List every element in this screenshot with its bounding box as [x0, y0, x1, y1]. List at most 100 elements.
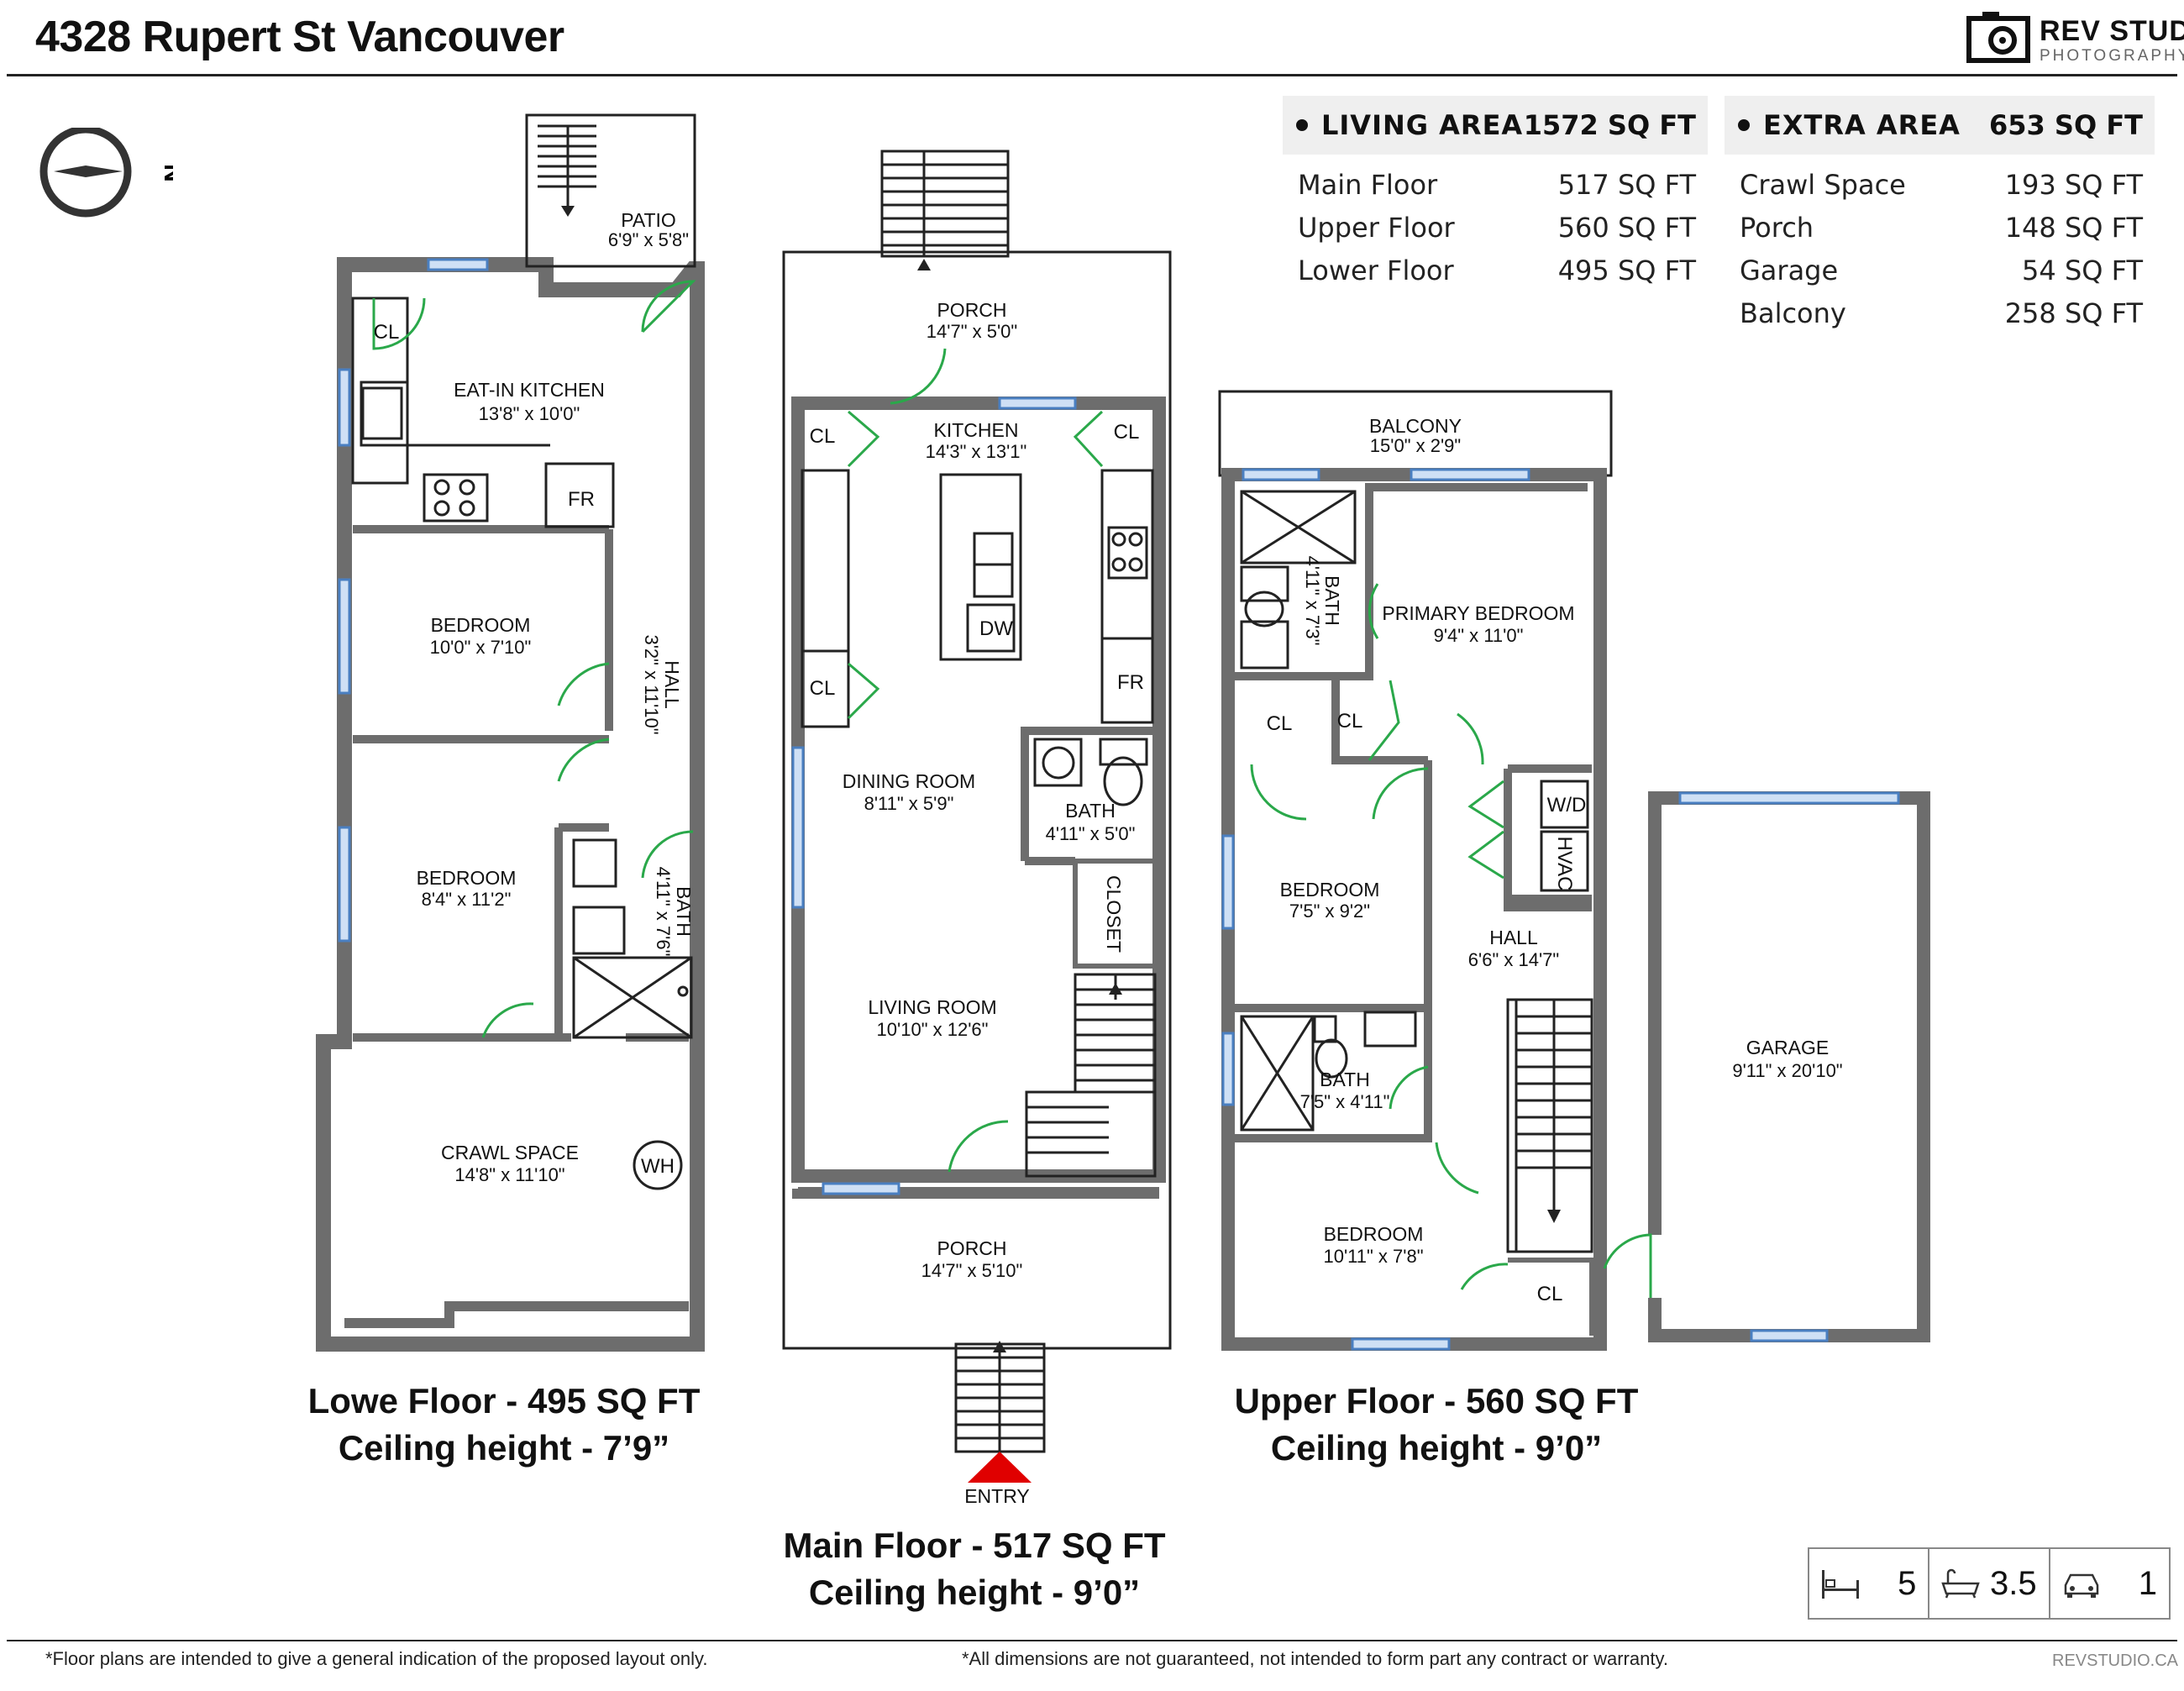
- room-dimension: 10'0" x 7'10": [430, 637, 532, 658]
- area-row-value: 560 SQ FT: [1557, 211, 1696, 244]
- closet-label: CL: [810, 425, 836, 448]
- closet-label: CL: [1337, 710, 1363, 733]
- bathroom-count-value: 3.5: [1990, 1564, 2037, 1602]
- room-name: BATH: [1321, 575, 1343, 626]
- page-title: 4328 Rupert St Vancouver: [35, 13, 564, 61]
- upper-floor-caption: Upper Floor - 560 SQ FT Ceiling height -…: [1218, 1378, 1655, 1472]
- room-dimension: 4'11" x 7'6": [653, 867, 674, 957]
- area-row-label: Upper Floor: [1298, 211, 1455, 244]
- area-row-label: Lower Floor: [1298, 254, 1454, 286]
- header-divider: [7, 74, 2177, 76]
- room-dimension: 4'11" x 7'3": [1302, 556, 1323, 646]
- room-dimension: 14'7" x 5'0": [927, 321, 1017, 342]
- extra-area-header: EXTRA AREA 653 SQ FT: [1725, 96, 2155, 155]
- lower-floor-area: Lowe Floor - 495 SQ FT: [307, 1381, 701, 1421]
- room-name: PRIMARY BEDROOM: [1382, 602, 1574, 624]
- camera-icon: [1966, 12, 2030, 63]
- washer-dryer-label: W/D: [1547, 794, 1587, 817]
- room-dimension: 14'7" x 5'10": [921, 1260, 1023, 1281]
- area-row-value: 258 SQ FT: [2004, 297, 2143, 329]
- room-labels: PATIO 6'9" x 5'8" EAT-IN KITCHEN 13'8" x…: [374, 209, 1843, 1507]
- area-row-label: Garage: [1740, 254, 1839, 286]
- upper-floor-area: Upper Floor - 560 SQ FT: [1234, 1381, 1639, 1421]
- room-dimension: 6'9" x 5'8": [608, 229, 689, 250]
- room-name: HALL: [661, 660, 683, 709]
- room-name: PORCH: [937, 299, 1006, 321]
- room-name: GARAGE: [1746, 1037, 1829, 1058]
- room-dimension: 6'6" x 14'7": [1468, 949, 1559, 970]
- main-floor-caption: Main Floor - 517 SQ FT Ceiling height - …: [756, 1522, 1193, 1616]
- area-row-label: Porch: [1740, 211, 1814, 244]
- footer-website: REVSTUDIO.CA: [2052, 1652, 2179, 1670]
- room-dimension: 9'11" x 20'10": [1732, 1060, 1842, 1081]
- room-name: KITCHEN: [934, 419, 1019, 441]
- footer-divider: [7, 1640, 2177, 1641]
- entry-label: ENTRY: [964, 1485, 1030, 1507]
- upper-floor-plan: [1218, 390, 1613, 1351]
- fridge-label: FR: [1117, 671, 1144, 694]
- property-counts: 5 3.5 1: [1808, 1547, 2171, 1620]
- footer-disclaimer-left: *Floor plans are intended to give a gene…: [45, 1648, 708, 1669]
- area-row-label: Crawl Space: [1740, 168, 1906, 201]
- room-name: LIVING ROOM: [868, 996, 996, 1018]
- bedroom-count-value: 5: [1898, 1564, 1917, 1602]
- room-name: DINING ROOM: [843, 770, 975, 792]
- room-name: BEDROOM: [1280, 879, 1380, 901]
- main-floor-area: Main Floor - 517 SQ FT: [783, 1526, 1166, 1565]
- closet-label: CL: [374, 321, 400, 344]
- garage-count-value: 1: [2138, 1564, 2157, 1602]
- room-dimension: 15'0" x 2'9": [1370, 435, 1461, 456]
- room-name: BEDROOM: [1324, 1223, 1424, 1245]
- room-dimension: 7'5" x 9'2": [1289, 901, 1370, 922]
- area-row-label: Main Floor: [1298, 168, 1438, 201]
- area-row: Crawl Space 193 SQ FT: [1725, 163, 2155, 206]
- closet-label: CL: [1114, 421, 1140, 444]
- room-name: HALL: [1489, 927, 1538, 948]
- compass-label: N: [159, 164, 173, 182]
- area-row: Upper Floor 560 SQ FT: [1283, 206, 1708, 249]
- bed-icon: [1822, 1570, 1859, 1599]
- compass-icon: N: [39, 128, 173, 218]
- brand-name: REV STUDIO: [2040, 15, 2184, 47]
- living-area-total: 1572 SQ FT: [1523, 109, 1696, 141]
- extra-area-title: EXTRA AREA: [1763, 109, 1961, 141]
- upper-floor-ceiling: Ceiling height - 9’0”: [1270, 1428, 1603, 1468]
- dishwasher-label: DW: [979, 617, 1013, 640]
- footer-disclaimer-center: *All dimensions are not guaranteed, not …: [962, 1648, 1668, 1669]
- room-name: PATIO: [621, 209, 676, 231]
- lower-floor-ceiling: Ceiling height - 7’9”: [338, 1428, 670, 1468]
- room-dimension: 3'2" x 11'10": [641, 634, 662, 734]
- room-dimension: 9'4" x 11'0": [1434, 625, 1524, 646]
- lower-floor-plan: [316, 113, 705, 1352]
- room-dimension: 8'11" x 5'9": [864, 793, 954, 814]
- entry-arrow-icon: [968, 1452, 1032, 1483]
- area-row: Porch 148 SQ FT: [1725, 206, 2155, 249]
- area-row: Balcony 258 SQ FT: [1725, 291, 2155, 334]
- area-row-value: 193 SQ FT: [2004, 168, 2143, 201]
- bathtub-icon: [1941, 1568, 1981, 1599]
- room-name: CLOSET: [1103, 875, 1125, 953]
- closet-label: CL: [1267, 712, 1293, 735]
- bathroom-count: 3.5: [1929, 1549, 2050, 1618]
- room-name: BEDROOM: [431, 614, 531, 636]
- area-row-label: Balcony: [1740, 297, 1846, 329]
- main-floor-plan: [782, 150, 1172, 1483]
- living-area-header: LIVING AREA 1572 SQ FT: [1283, 96, 1708, 155]
- room-name: CRAWL SPACE: [441, 1142, 579, 1163]
- hvac-label: HVAC: [1553, 837, 1576, 891]
- extra-area-total: 653 SQ FT: [1988, 109, 2143, 141]
- garage-count: 1: [2050, 1549, 2169, 1618]
- car-icon: [2064, 1573, 2098, 1598]
- area-row-value: 148 SQ FT: [2004, 211, 2143, 244]
- room-name: BATH: [1065, 800, 1116, 822]
- room-dimension: 8'4" x 11'2": [422, 889, 512, 910]
- bullet-icon: [1738, 119, 1750, 131]
- water-heater-label: WH: [641, 1155, 675, 1178]
- room-name: PORCH: [937, 1237, 1006, 1259]
- room-dimension: 10'11" x 7'8": [1323, 1246, 1423, 1267]
- room-dimension: 14'8" x 11'10": [454, 1164, 564, 1185]
